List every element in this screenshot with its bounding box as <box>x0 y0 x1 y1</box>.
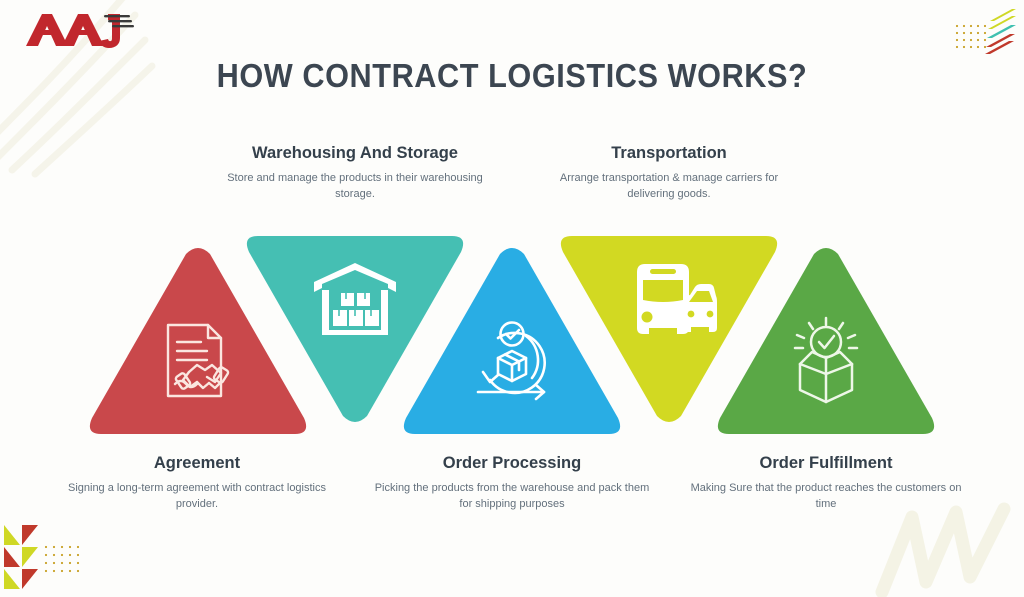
caption-transportation: Transportation Arrange transportation & … <box>539 143 799 202</box>
caption-warehousing-and-storage: Warehousing And Storage Store and manage… <box>225 143 485 202</box>
step-description-agreement: Signing a long-term agreement with contr… <box>67 482 326 510</box>
step-label-order-fulfillment: Order Fulfillment <box>759 454 893 472</box>
step-description-order-processing: Picking the products from the warehouse … <box>374 482 650 510</box>
step-triangle-order-fulfillment[interactable] <box>716 242 936 438</box>
step-description-warehousing-and-storage: Store and manage the products in their w… <box>227 172 483 200</box>
step-label-order-processing: Order Processing <box>442 454 582 472</box>
step-label-warehousing-and-storage: Warehousing And Storage <box>252 144 458 162</box>
dot-grid-and-bars-decoration <box>955 9 1016 54</box>
caption-order-fulfillment: Order Fulfillment Making Sure that the p… <box>686 453 966 512</box>
page-title: HOW CONTRACT LOGISTICS WORKS? <box>216 57 808 94</box>
step-description-transportation: Arrange transportation & manage carriers… <box>559 172 779 200</box>
step-label-transportation: Transportation <box>611 144 727 162</box>
aaj-logo-icon[interactable] <box>18 8 138 54</box>
triangle-pattern-decoration <box>4 525 80 589</box>
caption-order-processing: Order Processing Picking the products fr… <box>372 453 652 512</box>
step-description-order-fulfillment: Making Sure that the product reaches the… <box>690 482 962 510</box>
step-label-agreement: Agreement <box>153 454 241 472</box>
caption-agreement: Agreement Signing a long-term agreement … <box>57 453 337 512</box>
